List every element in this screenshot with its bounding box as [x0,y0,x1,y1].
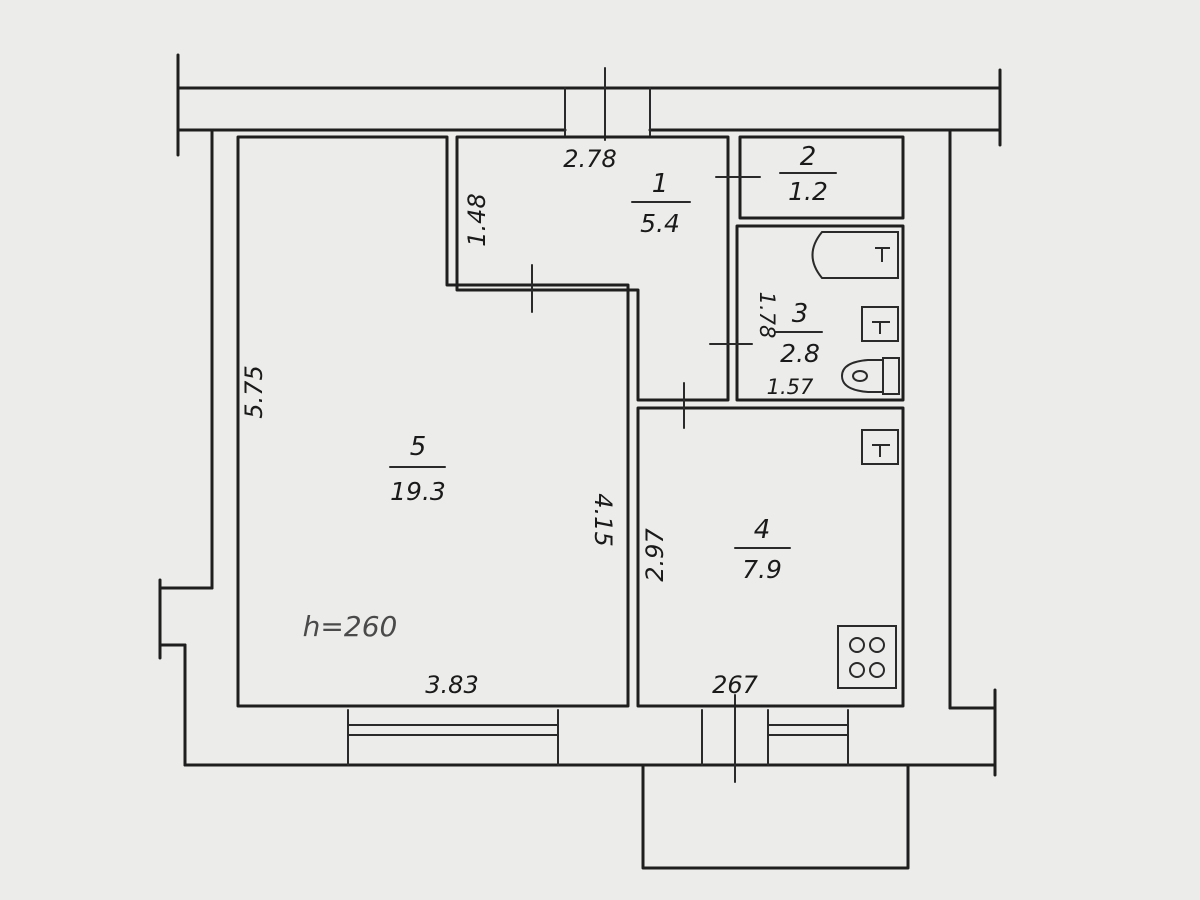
dim-room-1-height: 1.48 [463,193,491,246]
room-4-area: 7.9 [742,555,782,584]
room-5-area: 19.3 [390,477,446,506]
window-room-5 [347,709,559,766]
dim-room-4-height: 2.97 [641,528,669,582]
dim-room-3-width: 1.57 [767,375,814,399]
room-1-outline [455,135,730,402]
room-3-number: 3 [792,299,809,329]
room-4-number: 4 [754,515,771,545]
room-1-area: 5.4 [640,209,680,238]
room-2-label: 2 1.2 [779,142,837,206]
room-4-label: 4 7.9 [734,515,791,584]
room-5-number: 5 [410,432,427,462]
ceiling-height-note: h=260 [303,610,398,643]
dim-room-4-width: 267 [712,671,759,699]
room-2-area: 1.2 [788,177,828,206]
dim-room-5-inner: 4.15 [589,493,617,546]
dim-room-1-width: 2.78 [563,145,616,173]
sink-icon [861,306,899,342]
room-3-area: 2.8 [780,339,820,368]
balcony-door [701,694,769,783]
stove-icon [837,625,897,689]
bathtub-icon [811,231,899,279]
dim-room-3-height: 1.78 [755,292,779,339]
door-marks [531,176,761,429]
toilet-icon [840,357,900,395]
room-1-label: 1 5.4 [631,169,691,238]
room-3-outline [735,224,905,402]
room-5-label: 5 19.3 [389,432,446,506]
window-room-4 [767,709,849,766]
room-3-label: 3 2.8 [775,299,823,368]
outer-walls [158,53,1002,870]
room-1-number: 1 [652,169,669,199]
room-2-outline [738,135,905,220]
room-2-number: 2 [800,142,817,172]
dim-room-5-height: 5.75 [240,365,268,418]
room-5-outline [236,135,630,708]
dim-room-5-width: 3.83 [425,671,478,699]
kitchen-sink-icon [861,429,899,465]
room-4-outline [636,406,905,708]
